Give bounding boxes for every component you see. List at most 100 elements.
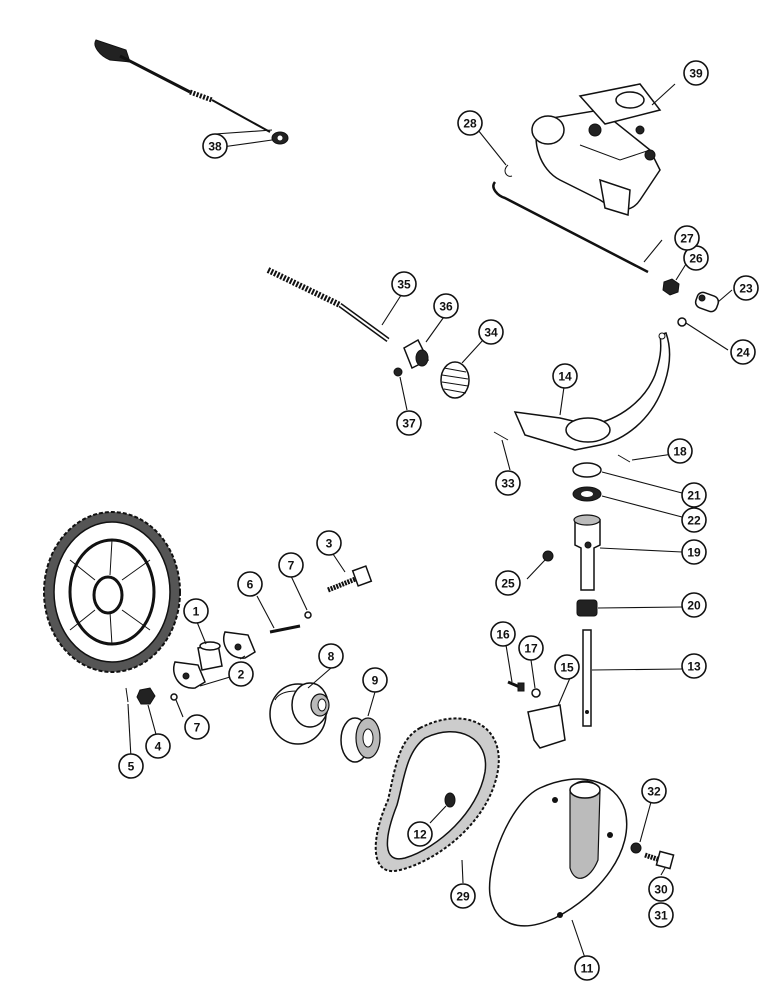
callout-number: 25 [501, 577, 515, 591]
cotter-pin-icon [617, 454, 631, 463]
bolt-icon [644, 850, 675, 870]
bracket-plate-icon [527, 704, 566, 749]
callout-37: 37 [396, 410, 422, 436]
callout-number: 6 [247, 578, 254, 592]
callout-38: 38 [202, 133, 228, 159]
callout-number: 16 [496, 628, 510, 642]
cotter-pin-icon [125, 687, 129, 703]
callout-circle [490, 621, 516, 647]
bolt-icon [327, 565, 373, 593]
callout-number: 11 [581, 962, 594, 976]
callout-number: 23 [739, 282, 753, 296]
callout-circle [318, 643, 344, 669]
callout-number: 7 [194, 721, 201, 735]
callout-number: 1 [193, 605, 200, 619]
callout-number: 12 [413, 828, 427, 842]
callout-9: 9 [362, 667, 388, 693]
callout-number: 22 [687, 514, 701, 528]
callout-circle [733, 275, 759, 301]
callout-number: 5 [128, 760, 135, 774]
callout-7-2: 7 [184, 714, 210, 740]
callout-circle [184, 714, 210, 740]
callout-29: 29 [450, 883, 476, 909]
callout-circle [391, 271, 417, 297]
callout-19: 19 [681, 539, 707, 565]
callout-circle [648, 902, 674, 928]
callout-circle [495, 570, 521, 596]
cotter-pin-icon [493, 431, 509, 441]
callout-number: 39 [689, 67, 703, 81]
callout-21: 21 [681, 482, 707, 508]
clip-icon [504, 164, 513, 177]
callout-12: 12 [407, 821, 433, 847]
callout-30: 30 [648, 876, 674, 902]
callout-circle [228, 661, 254, 687]
spacer-block-icon [197, 641, 223, 671]
callout-15: 15 [554, 654, 580, 680]
washer-icon [572, 462, 602, 478]
spring-seat-icon [403, 338, 430, 370]
callout-8: 8 [318, 643, 344, 669]
callout-number: 20 [687, 599, 701, 613]
callout-circle [641, 778, 667, 804]
callout-circle [407, 821, 433, 847]
callout-24: 24 [730, 339, 756, 365]
callout-20: 20 [681, 592, 707, 618]
callout-number: 14 [558, 370, 572, 384]
callout-number: 21 [687, 489, 701, 503]
leader-lines [127, 83, 733, 959]
callout-32: 32 [641, 778, 667, 804]
callout-39: 39 [683, 60, 709, 86]
callout-16: 16 [490, 621, 516, 647]
callout-number: 31 [654, 909, 668, 923]
pin-icon [269, 624, 301, 634]
rod-icon [492, 181, 649, 274]
callout-number: 2 [238, 668, 245, 682]
callout-number: 7 [288, 559, 295, 573]
callout-circle [478, 319, 504, 345]
callout-11: 11 [574, 955, 600, 981]
callout-number: 36 [439, 300, 453, 314]
callout-circle [554, 654, 580, 680]
callout-circle [681, 592, 707, 618]
ball-icon [170, 693, 178, 701]
callout-circle [648, 876, 674, 902]
callout-circle [683, 60, 709, 86]
callout-number: 34 [484, 326, 498, 340]
callout-17: 17 [518, 635, 544, 661]
callout-31: 31 [648, 902, 674, 928]
callout-4: 4 [145, 733, 171, 759]
callout-circle [202, 133, 228, 159]
callout-circle [518, 635, 544, 661]
callout-number: 24 [736, 346, 750, 360]
nut-icon [662, 278, 680, 296]
governor-cup-icon [269, 682, 330, 745]
callout-number: 8 [328, 650, 335, 664]
plug-icon [444, 792, 456, 808]
callout-circle [316, 530, 342, 556]
callout-1: 1 [183, 598, 209, 624]
callout-circle [237, 571, 263, 597]
callout-number: 3 [326, 537, 333, 551]
callout-circle [118, 753, 144, 779]
callout-number: 9 [372, 674, 379, 688]
callout-2: 2 [228, 661, 254, 687]
callout-6: 6 [237, 571, 263, 597]
set-screw-icon [542, 550, 554, 562]
callout-circle [681, 482, 707, 508]
callout-circle [450, 883, 476, 909]
callout-28: 28 [457, 110, 483, 136]
callout-14: 14 [552, 363, 578, 389]
callout-18: 18 [667, 438, 693, 464]
callout-circle [183, 598, 209, 624]
callout-layer: 1234567789111213141516171819202122232425… [118, 60, 759, 981]
callout-number: 13 [687, 660, 701, 674]
callout-circle [681, 539, 707, 565]
callout-34: 34 [478, 319, 504, 345]
callout-5: 5 [118, 753, 144, 779]
callout-number: 26 [689, 252, 703, 266]
fork-lever-icon [513, 332, 671, 451]
gasket-icon [374, 717, 500, 873]
callout-35: 35 [391, 271, 417, 297]
